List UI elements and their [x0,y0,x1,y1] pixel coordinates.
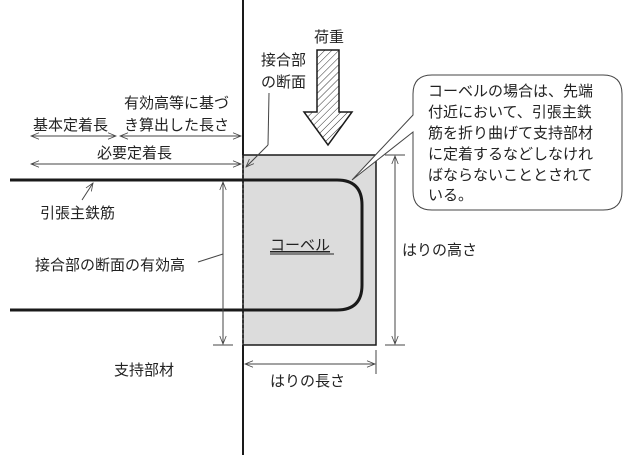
section-leader-arrow [246,144,269,167]
callout-line-4: に定着するなどしなけれ [428,145,593,163]
corbel-label: コーベル [270,236,330,254]
callout-bubble [351,74,623,211]
callout-line-6: いる。 [428,186,473,204]
section-label-1: 接合部 [261,51,306,69]
effective-depth-label: 接合部の断面の有効高 [35,256,185,274]
beam-height-label: はりの高さ [402,241,477,259]
basic-anchorage-label: 基本定着長 [33,116,108,134]
support-member-label: 支持部材 [114,361,174,379]
callout-line-2: 付近において、引張主鉄 [428,103,592,121]
tension-rebar-leader [81,183,93,201]
effective-depth-leader [197,253,224,263]
beam-length-label: はりの長さ [270,372,345,390]
calc-length-label-2: き算出した長さ [124,116,229,134]
load-arrow-icon [302,49,354,147]
required-anchorage-label: 必要定着長 [97,144,172,162]
tension-rebar-label: 引張主鉄筋 [40,204,115,222]
section-leader [267,92,270,146]
calc-length-label-1: 有効高等に基づ [124,94,229,112]
load-label: 荷重 [314,28,344,46]
callout-line-5: ばならないこととされて [428,166,593,184]
tension-rebar [10,178,364,312]
callout-line-1: コーベルの場合は、先端 [428,82,593,100]
callout-line-3: 筋を折り曲げて支持部材 [428,124,593,142]
corbel-body [242,154,377,346]
section-label-2: の断面 [261,73,306,91]
